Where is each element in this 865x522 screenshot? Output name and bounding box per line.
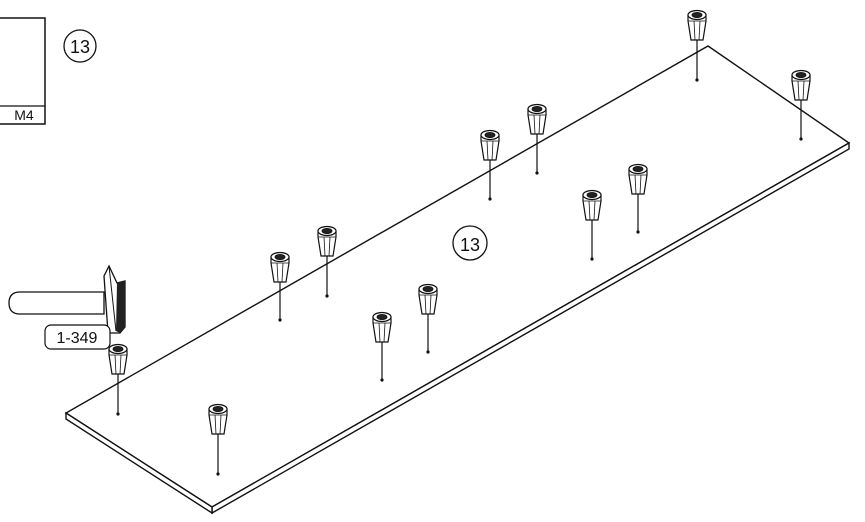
fastener-facet — [491, 140, 494, 161]
fastener-hole — [484, 131, 496, 138]
fastener-hole — [586, 191, 598, 198]
fastener-nut-icon — [372, 311, 392, 382]
fastener-hole — [531, 106, 543, 113]
step-inset: M4 — [0, 17, 46, 125]
fastener-pin-tip — [116, 412, 120, 416]
hammer-head-shade — [116, 281, 125, 333]
fastener-nut-icon — [208, 403, 228, 476]
fastener-pin-tip — [278, 318, 282, 322]
fastener-nut-icon — [418, 283, 438, 354]
step-number-badge: 13 — [63, 29, 97, 63]
fastener-facet — [328, 236, 331, 257]
fastener-nut-icon — [317, 225, 337, 298]
fastener-hole — [212, 405, 224, 412]
step-number-circle — [63, 29, 97, 63]
hammer-head-edge — [108, 265, 117, 332]
panel-top-face — [64, 45, 851, 508]
fastener-pin-tip — [380, 378, 384, 382]
fastener-hole — [422, 285, 434, 292]
fastener-nut-icon — [270, 251, 290, 322]
panel — [64, 45, 851, 515]
fastener-nut-icon — [108, 343, 128, 416]
fastener-pin-tip — [426, 350, 430, 354]
tool-code: 1-349 — [57, 330, 98, 347]
hammer-icon — [8, 264, 126, 334]
fastener-hole — [376, 313, 388, 320]
fastener-facet — [698, 20, 701, 41]
fastener-facet — [802, 80, 805, 101]
fastener-facet — [378, 322, 381, 343]
fastener-facet — [634, 174, 637, 195]
tool-code-frame — [44, 324, 111, 350]
fastener-facet — [276, 262, 279, 283]
fastener-pin-tip — [695, 78, 699, 82]
fastener-nut-icon — [480, 129, 500, 201]
fastener-facet — [424, 294, 427, 315]
fastener-facet — [533, 114, 536, 135]
fastener-pin-tip — [325, 294, 329, 298]
panel-part-badge: 13 — [452, 225, 488, 261]
fastener-pin-tip — [636, 230, 640, 234]
tool-code-tag: 1-349 — [44, 324, 111, 350]
panel-side-edge — [65, 411, 213, 515]
panel-part-circle — [452, 225, 488, 261]
fastener-facet — [114, 354, 117, 375]
fastener-hole — [632, 165, 644, 172]
fastener-facet — [429, 294, 432, 315]
fastener-nut-icon — [791, 69, 811, 141]
fastener-pin-tip — [535, 171, 539, 175]
fastener-facet — [219, 414, 222, 435]
fastener-nut-icon — [628, 163, 648, 234]
fastener-facet — [538, 114, 541, 135]
fastener-facet — [323, 236, 326, 257]
fastener-pin-tip — [590, 257, 594, 261]
fastener-facet — [693, 20, 696, 41]
fastener-pin-tip — [216, 472, 220, 476]
hammer-handle — [8, 291, 105, 315]
fastener-facet — [486, 140, 489, 161]
fastener-hole — [691, 11, 703, 18]
fastener-facet — [119, 354, 122, 375]
fastener-group — [108, 9, 811, 476]
hardware-label: M4 — [14, 107, 34, 123]
fastener-nut-icon — [582, 189, 602, 261]
fastener-facet — [588, 200, 591, 221]
fastener-hole — [321, 227, 333, 234]
step-number: 13 — [70, 37, 90, 57]
fastener-facet — [281, 262, 284, 283]
fastener-facet — [593, 200, 596, 221]
fastener-nut-icon — [687, 9, 707, 82]
fastener-hole — [274, 253, 286, 260]
fastener-facet — [797, 80, 800, 101]
fastener-nut-icon — [527, 103, 547, 175]
fastener-hole — [112, 345, 124, 352]
fastener-facet — [214, 414, 217, 435]
panel-part-number: 13 — [460, 235, 480, 255]
fastener-pin-tip — [488, 197, 492, 201]
inset-frame — [0, 17, 46, 125]
fastener-pin-tip — [799, 137, 803, 141]
fastener-facet — [383, 322, 386, 343]
fastener-hole — [795, 72, 807, 79]
fastener-facet — [639, 174, 642, 195]
